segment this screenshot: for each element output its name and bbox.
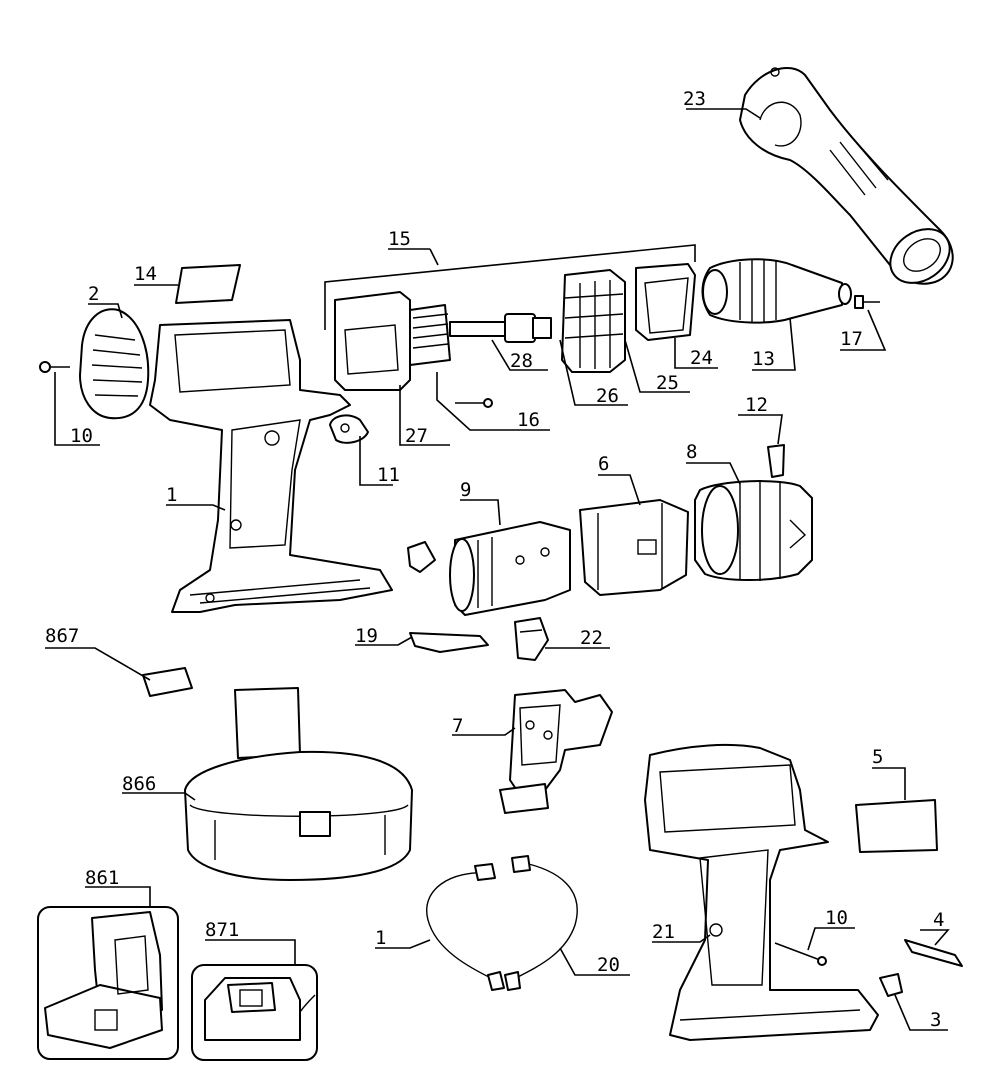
gearbox-housing-part bbox=[334, 291, 451, 391]
leader-12 bbox=[738, 414, 783, 445]
chuck-screw-part bbox=[854, 295, 880, 309]
callout-1-left: 1 bbox=[166, 484, 177, 506]
charger-part bbox=[191, 964, 318, 1061]
callout-13: 13 bbox=[752, 348, 775, 370]
callout-9: 9 bbox=[460, 479, 471, 501]
leader-6 bbox=[359, 436, 393, 486]
carrying-case-part bbox=[37, 906, 179, 1060]
callout-25: 25 bbox=[656, 372, 679, 394]
rear-end-cap-part bbox=[79, 308, 150, 420]
leader-13 bbox=[752, 317, 796, 371]
callout-8: 6 bbox=[598, 453, 609, 475]
clip-part-3 bbox=[879, 973, 903, 997]
leader-4 bbox=[920, 929, 950, 946]
label-plate-part-5 bbox=[855, 799, 938, 853]
leader-19 bbox=[355, 636, 413, 646]
leader-866 bbox=[122, 792, 196, 801]
clip-part-12 bbox=[767, 444, 785, 478]
housing-half-right-part bbox=[644, 743, 879, 1041]
callout-10-left: 10 bbox=[70, 425, 93, 447]
callout-11: 8 bbox=[686, 441, 697, 463]
side-handle-part bbox=[739, 66, 954, 285]
leader-10-left bbox=[54, 372, 100, 446]
leader-28 bbox=[491, 339, 548, 371]
callout-23: 23 bbox=[683, 88, 706, 110]
callout-14: 14 bbox=[134, 263, 157, 285]
callout-17: 17 bbox=[840, 328, 863, 350]
leader-24 bbox=[674, 338, 718, 369]
callout-7: 7 bbox=[452, 715, 463, 737]
callout-16: 16 bbox=[517, 409, 540, 431]
leader-871 bbox=[205, 939, 296, 965]
leader-1-left bbox=[166, 504, 226, 511]
callout-2: 2 bbox=[88, 283, 99, 305]
callout-1-right: 21 bbox=[652, 921, 675, 943]
leader-9 bbox=[460, 499, 501, 526]
callout-15: 15 bbox=[388, 228, 411, 250]
bit-holder-part-4 bbox=[904, 939, 963, 967]
screw-part-left bbox=[39, 361, 70, 373]
chuck-part bbox=[701, 258, 852, 324]
spindle-part bbox=[449, 313, 552, 343]
callout-26: 26 bbox=[596, 385, 619, 407]
label-plate-part bbox=[175, 264, 241, 304]
leader-11 bbox=[686, 462, 741, 485]
callout-5: 5 bbox=[872, 746, 883, 768]
ring-gear-part bbox=[561, 269, 626, 373]
callout-21: 20 bbox=[597, 954, 620, 976]
callout-866: 866 bbox=[122, 773, 156, 795]
callout-3: 3 bbox=[930, 1009, 941, 1031]
leader-21 bbox=[559, 947, 630, 976]
screw-part-16 bbox=[455, 398, 493, 408]
leader-10-right bbox=[807, 927, 855, 951]
leader-7 bbox=[452, 727, 516, 736]
clutch-housing-part bbox=[694, 480, 813, 581]
leader-25 bbox=[624, 339, 690, 393]
switch-button-part bbox=[329, 414, 369, 444]
leader-3 bbox=[894, 994, 948, 1031]
callout-24: 24 bbox=[690, 347, 713, 369]
callout-871: 871 bbox=[205, 919, 239, 941]
collar-part bbox=[635, 263, 696, 341]
leader-8 bbox=[598, 474, 641, 506]
terminal-clip-part-22 bbox=[514, 617, 549, 661]
leader-23 bbox=[686, 108, 761, 119]
leader-26 bbox=[559, 339, 628, 406]
motor-sleeve-part bbox=[579, 499, 689, 596]
callout-6: 11 bbox=[377, 464, 400, 486]
trigger-switch-part bbox=[499, 689, 613, 814]
battery-pack-part bbox=[184, 687, 413, 881]
bracket-part-19 bbox=[409, 632, 489, 653]
leader-20 bbox=[375, 939, 431, 949]
leader-16 bbox=[436, 372, 550, 431]
bracket-15 bbox=[324, 244, 696, 330]
callout-12: 12 bbox=[745, 394, 768, 416]
callout-22: 22 bbox=[580, 627, 603, 649]
callout-861: 861 bbox=[85, 867, 119, 889]
battery-cover-part bbox=[142, 667, 193, 697]
callout-4: 4 bbox=[933, 909, 944, 931]
wire-lead-20 bbox=[426, 863, 505, 991]
leader-1-right bbox=[652, 934, 711, 943]
motor-part bbox=[407, 521, 571, 616]
callout-27: 27 bbox=[405, 425, 428, 447]
callout-28: 28 bbox=[510, 350, 533, 372]
leader-27 bbox=[399, 385, 450, 446]
leader-861 bbox=[85, 886, 151, 907]
leader-5 bbox=[872, 767, 906, 800]
screw-part-right bbox=[774, 942, 827, 966]
leader-2 bbox=[88, 303, 123, 319]
housing-half-left-part bbox=[149, 319, 393, 613]
callout-19: 19 bbox=[355, 625, 378, 647]
callout-867: 867 bbox=[45, 625, 79, 647]
leader-867 bbox=[45, 647, 151, 681]
leader-17 bbox=[840, 309, 887, 351]
wire-lead-21 bbox=[504, 855, 578, 991]
callout-10-right: 10 bbox=[825, 907, 848, 929]
callout-20: 1 bbox=[375, 927, 386, 949]
